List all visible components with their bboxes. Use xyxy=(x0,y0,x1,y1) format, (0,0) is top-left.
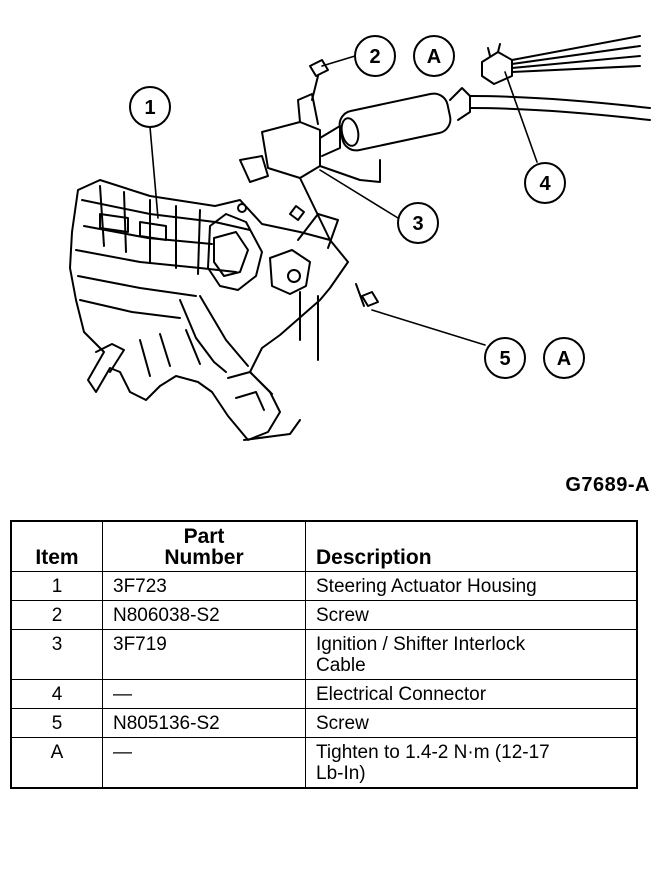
callout-5: 5 xyxy=(484,337,526,379)
steering-actuator-housing-drawing xyxy=(69,179,349,441)
callout-2-label: 2 xyxy=(369,46,380,68)
table-header-row: Item Part Number Description xyxy=(10,520,638,572)
desc-line1: Steering Actuator Housing xyxy=(316,576,537,597)
header-description: Description xyxy=(305,520,638,572)
callout-a-bottom: A xyxy=(543,337,585,379)
callout-5-label: 5 xyxy=(499,348,510,370)
header-item: Item xyxy=(10,520,103,572)
desc-line2: Cable xyxy=(316,655,366,676)
desc-line1: Tighten to 1.4-2 N·m (12-17 xyxy=(316,742,550,763)
table-row: 4 — Electrical Connector xyxy=(10,679,638,709)
cell-description: Screw xyxy=(305,600,638,630)
parts-table: Item Part Number Description 1 3F723 Ste… xyxy=(10,520,638,789)
callout-4-label: 4 xyxy=(539,173,551,195)
exploded-view-illustration: 1 2 A 3 4 5 A xyxy=(69,35,651,441)
callout-1: 1 xyxy=(129,86,171,128)
figure-id: G7689-A xyxy=(565,474,650,496)
desc-line1: Ignition / Shifter Interlock xyxy=(316,634,526,655)
cell-part-number: — xyxy=(102,679,306,709)
cell-item: 5 xyxy=(10,708,103,738)
cell-item: 2 xyxy=(10,600,103,630)
header-part-line1: Part xyxy=(183,525,225,548)
callout-3: 3 xyxy=(397,202,439,244)
callout-1-label: 1 xyxy=(144,97,155,119)
callout-a-bottom-label: A xyxy=(557,348,571,370)
table-row: 5 N805136-S2 Screw xyxy=(10,708,638,738)
callout-3-label: 3 xyxy=(412,213,423,235)
interlock-cable-drawing xyxy=(239,87,651,241)
cell-part-number: 3F719 xyxy=(102,629,306,680)
cell-description: Electrical Connector xyxy=(305,679,638,709)
desc-line1: Screw xyxy=(316,605,369,626)
screw-drawings xyxy=(309,59,379,307)
desc-line1: Screw xyxy=(316,713,369,734)
desc-line1: Electrical Connector xyxy=(316,684,487,705)
cell-description: Steering Actuator Housing xyxy=(305,571,638,601)
leader-lines xyxy=(149,55,538,346)
cell-item: 1 xyxy=(10,571,103,601)
callout-4: 4 xyxy=(524,162,566,204)
table-row: 1 3F723 Steering Actuator Housing xyxy=(10,571,638,601)
cell-part-number: — xyxy=(102,737,306,789)
electrical-connector-drawing xyxy=(481,35,641,85)
cell-item: 4 xyxy=(10,679,103,709)
callout-a-top: A xyxy=(413,35,455,77)
header-part-number: Part Number xyxy=(102,520,306,572)
callout-a-top-label: A xyxy=(427,46,441,68)
cell-description: Screw xyxy=(305,708,638,738)
cell-part-number: N805136-S2 xyxy=(102,708,306,738)
header-part-line2: Number xyxy=(164,546,244,569)
callout-2: 2 xyxy=(354,35,396,77)
cell-part-number: 3F723 xyxy=(102,571,306,601)
table-row: 2 N806038-S2 Screw xyxy=(10,600,638,630)
desc-line2: Lb-In) xyxy=(316,763,366,784)
cell-item: A xyxy=(10,737,103,789)
cell-part-number: N806038-S2 xyxy=(102,600,306,630)
cell-item: 3 xyxy=(10,629,103,680)
